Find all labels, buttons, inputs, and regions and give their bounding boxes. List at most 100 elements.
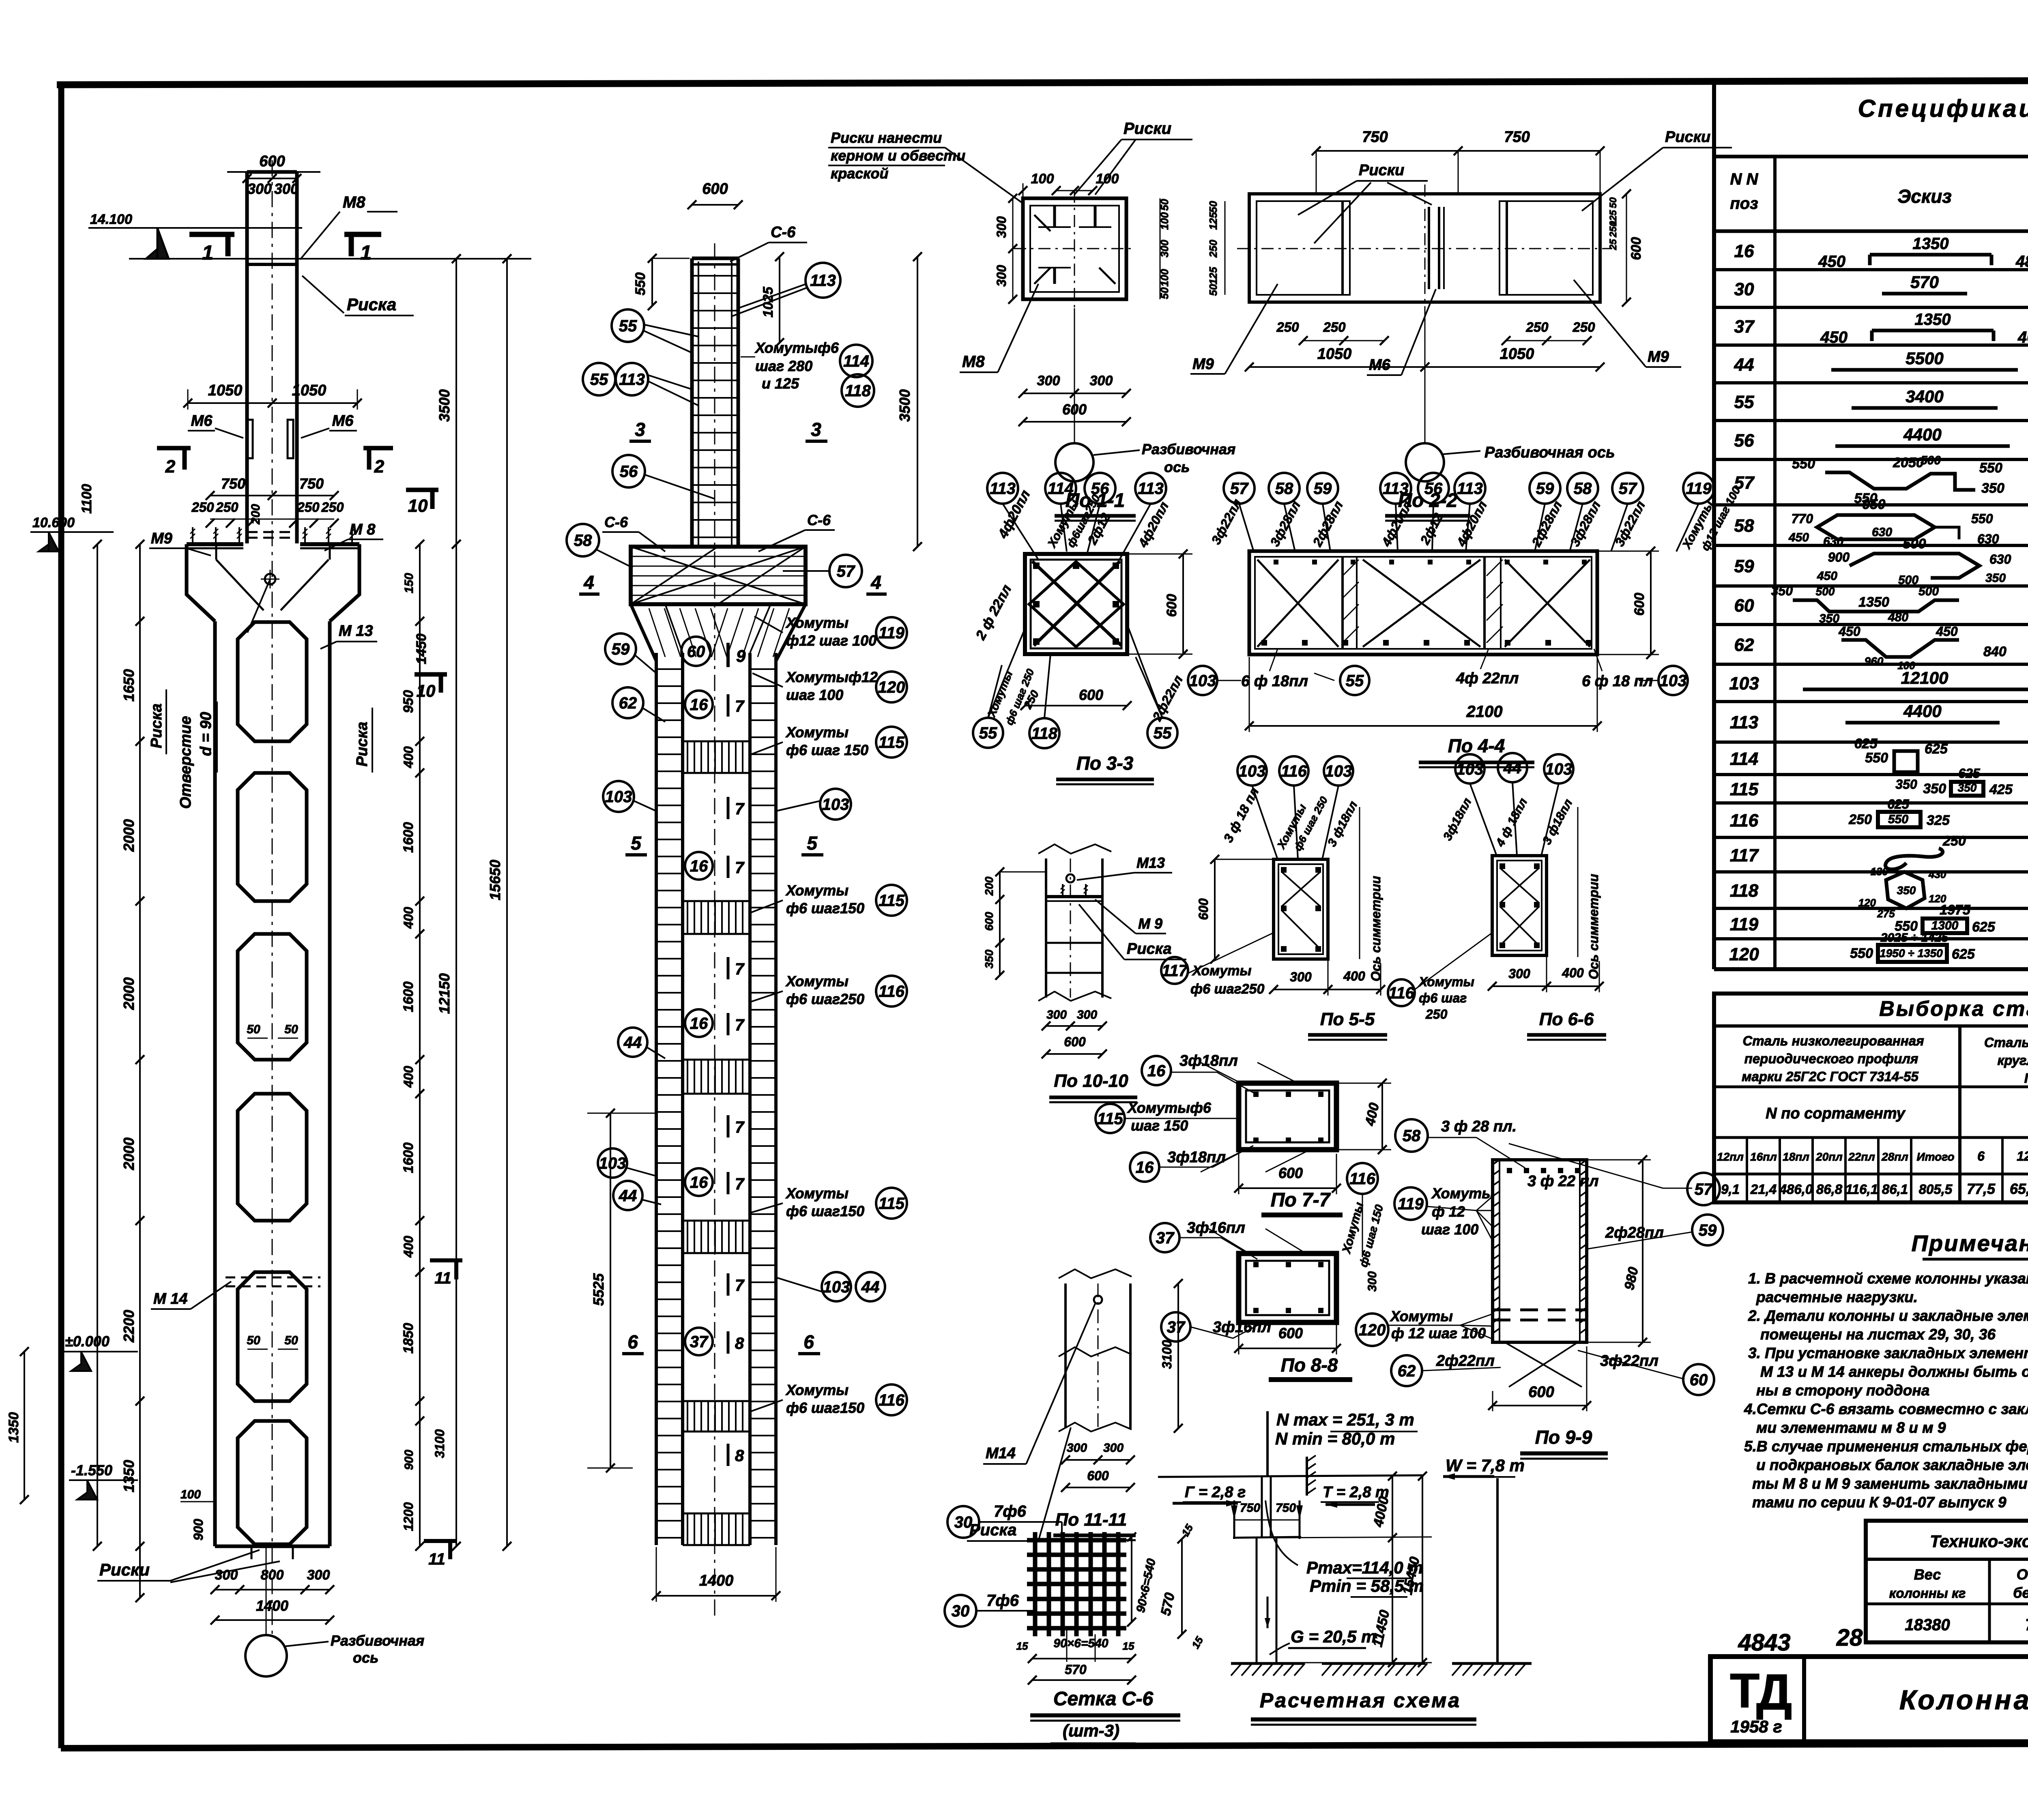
svg-text:750: 750	[1362, 129, 1388, 146]
svg-text:16: 16	[1147, 1062, 1166, 1080]
svg-text:325: 325	[1927, 813, 1950, 828]
svg-text:450: 450	[1817, 569, 1837, 583]
svg-text:1: 1	[360, 241, 372, 264]
svg-text:58: 58	[1275, 480, 1293, 498]
svg-text:77,5: 77,5	[1967, 1180, 1996, 1197]
svg-text:600: 600	[983, 912, 995, 931]
svg-text:625: 625	[1952, 946, 1975, 962]
svg-text:103: 103	[823, 1278, 850, 1296]
svg-text:16: 16	[690, 1174, 708, 1191]
svg-text:Г = 2,8 г: Г = 2,8 г	[1185, 1484, 1246, 1501]
svg-text:16: 16	[690, 857, 708, 875]
svg-text:Т: Т	[1730, 1663, 1759, 1718]
svg-text:6: 6	[1977, 1149, 1985, 1163]
svg-text:Отверстие: Отверстие	[177, 716, 194, 809]
svg-text:44: 44	[861, 1278, 880, 1296]
svg-text:115: 115	[1097, 1110, 1124, 1128]
svg-text:450: 450	[1838, 624, 1860, 639]
svg-text:60: 60	[1734, 596, 1754, 616]
svg-text:250: 250	[296, 500, 320, 515]
svg-text:1025: 1025	[760, 286, 776, 318]
svg-text:400: 400	[1562, 966, 1584, 980]
svg-text:По 6-6: По 6-6	[1539, 1009, 1594, 1029]
svg-text:300: 300	[1090, 373, 1113, 388]
svg-text:60: 60	[1690, 1371, 1708, 1389]
svg-text:ось: ось	[353, 1649, 378, 1666]
svg-text:250: 250	[191, 500, 214, 515]
svg-text:2000: 2000	[120, 1138, 137, 1170]
svg-text:115: 115	[1730, 779, 1759, 799]
svg-text:4ф20пл: 4ф20пл	[1454, 498, 1490, 549]
svg-text:250: 250	[1276, 320, 1299, 335]
svg-text:460: 460	[2017, 328, 2028, 346]
svg-text:Разбивочная ось: Разбивочная ось	[1484, 444, 1615, 461]
svg-text:800: 800	[261, 1567, 284, 1583]
svg-text:117: 117	[1162, 962, 1188, 980]
svg-text:-1.550: -1.550	[71, 1462, 112, 1479]
svg-text:15: 15	[1016, 1640, 1028, 1652]
svg-text:350: 350	[1771, 584, 1793, 598]
svg-text:1950 ÷ 1350: 1950 ÷ 1350	[1880, 947, 1943, 959]
svg-text:3ф22пл: 3ф22пл	[1600, 1352, 1658, 1369]
svg-text:10: 10	[408, 496, 428, 516]
svg-text:120: 120	[1929, 893, 1946, 905]
svg-text:103: 103	[822, 796, 849, 813]
svg-text:550: 550	[1792, 456, 1815, 472]
svg-text:65,0: 65,0	[2010, 1180, 2028, 1197]
svg-text:4400: 4400	[1903, 425, 1941, 444]
svg-text:300: 300	[994, 216, 1009, 238]
svg-text:550: 550	[633, 273, 648, 296]
svg-text:44: 44	[623, 1034, 642, 1052]
svg-text:По 7-7: По 7-7	[1271, 1189, 1331, 1211]
svg-text:103: 103	[1660, 672, 1687, 690]
svg-text:600: 600	[1064, 1034, 1086, 1049]
svg-text:12150: 12150	[436, 973, 453, 1014]
svg-text:N max = 251, 3 т: N max = 251, 3 т	[1276, 1410, 1414, 1429]
svg-text:250: 250	[1425, 1007, 1448, 1022]
svg-text:116: 116	[879, 983, 905, 1000]
svg-text:1350: 1350	[6, 1412, 21, 1443]
svg-text:625: 625	[1887, 797, 1910, 811]
svg-text:550: 550	[1850, 946, 1873, 961]
svg-text:50: 50	[284, 1334, 298, 1347]
svg-text:Сетка С-6: Сетка С-6	[1053, 1688, 1154, 1710]
svg-text:расчетные нагрузки.: расчетные нагрузки.	[1756, 1289, 1918, 1305]
svg-text:950: 950	[1863, 497, 1886, 512]
svg-text:ф6 шаг150: ф6 шаг150	[786, 1203, 864, 1219]
svg-text:57: 57	[837, 562, 855, 580]
svg-text:шаг 100: шаг 100	[786, 687, 843, 703]
svg-text:М9: М9	[1648, 348, 1669, 365]
svg-text:425: 425	[1989, 782, 2013, 797]
svg-text:Хомуты: Хомуты	[785, 1382, 849, 1398]
svg-text:М6: М6	[1369, 356, 1391, 373]
svg-text:37: 37	[1156, 1229, 1175, 1247]
svg-text:Ось симметрии: Ось симметрии	[1586, 874, 1601, 979]
svg-text:Д: Д	[1756, 1664, 1792, 1720]
svg-text:N N: N N	[1730, 170, 1759, 188]
svg-text:103: 103	[1189, 672, 1216, 690]
svg-text:4.Сетки С-6 вязать совместно: 4.Сетки С-6 вязать совместно с закладны-	[1744, 1401, 2028, 1417]
svg-text:Риска: Риска	[1127, 940, 1172, 957]
svg-text:600: 600	[1079, 687, 1103, 703]
svg-text:15: 15	[1189, 1634, 1206, 1651]
svg-text:37: 37	[1734, 317, 1755, 337]
svg-text:ось: ось	[1164, 459, 1190, 475]
svg-text:600: 600	[1628, 237, 1644, 260]
svg-text:1600: 1600	[401, 1142, 416, 1173]
svg-text:6: 6	[803, 1331, 814, 1352]
svg-text:62: 62	[1734, 635, 1754, 655]
svg-text:ф6 шаг 150: ф6 шаг 150	[786, 742, 868, 758]
svg-text:58: 58	[1734, 516, 1754, 536]
svg-text:600: 600	[1278, 1165, 1303, 1181]
svg-text:59: 59	[1734, 556, 1754, 576]
svg-text:1350: 1350	[1915, 311, 1951, 328]
svg-text:16: 16	[1734, 241, 1754, 261]
svg-text:ф 12: ф 12	[1432, 1203, 1465, 1220]
svg-text:1600: 1600	[401, 822, 416, 853]
svg-text:ны в сторону поддона: ны в сторону поддона	[1756, 1382, 1929, 1399]
svg-text:630: 630	[1977, 532, 1999, 546]
svg-text:300: 300	[1067, 1441, 1087, 1455]
svg-text:450: 450	[1818, 253, 1845, 270]
svg-text:16пл: 16пл	[1750, 1150, 1777, 1163]
svg-text:625: 625	[1925, 741, 1948, 757]
